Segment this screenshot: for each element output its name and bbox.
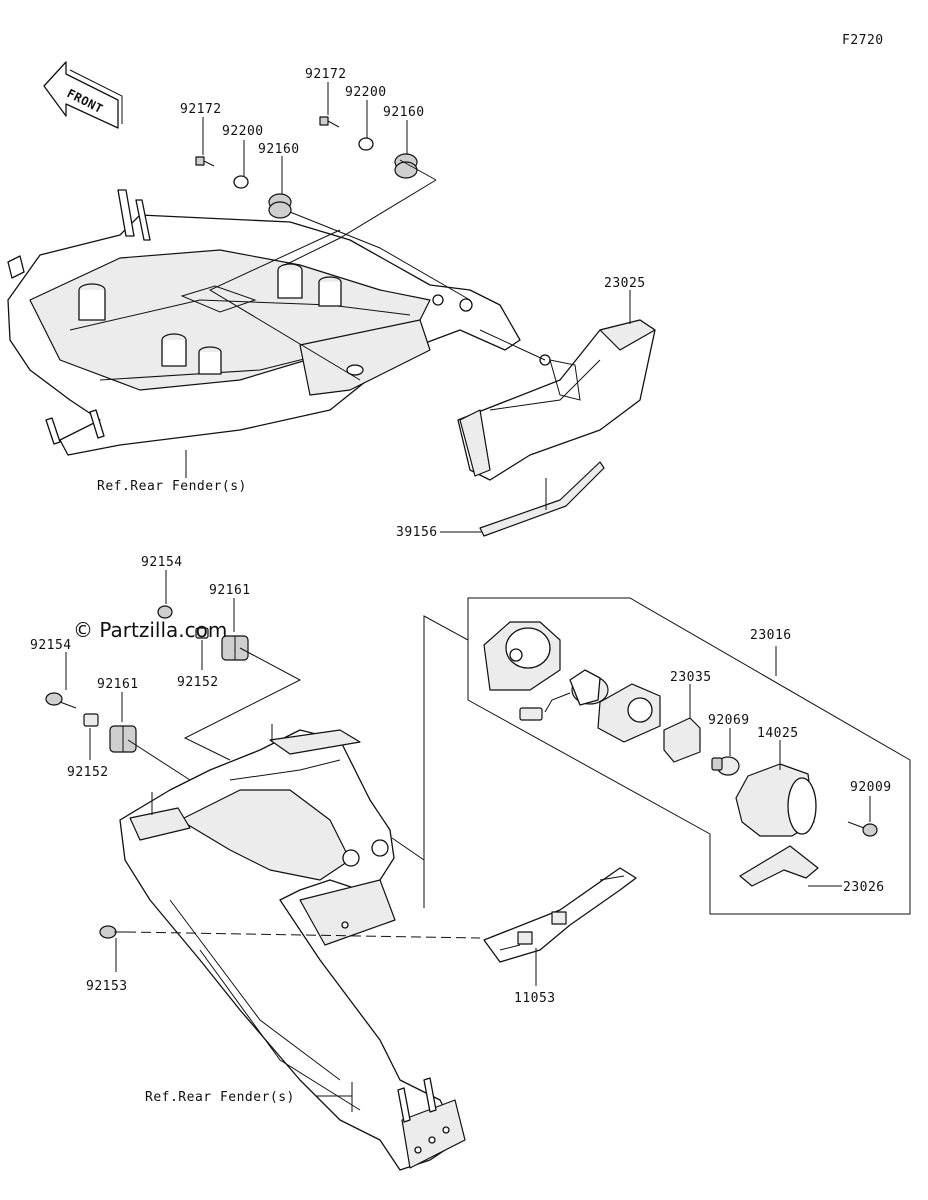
label-14025: 14025 — [757, 726, 799, 741]
label-23026: 23026 — [843, 880, 885, 895]
watermark: © Partzilla.com — [73, 618, 227, 642]
label-23025: 23025 — [604, 276, 646, 291]
screw-92009-icon — [847, 821, 878, 837]
collar-92152-top-icon — [195, 627, 209, 639]
label-39156: 39156 — [396, 525, 438, 540]
label-92069: 92069 — [708, 713, 750, 728]
bolt-92153-icon — [99, 925, 126, 939]
label-92160-left: 92160 — [258, 142, 300, 157]
license-plate-bracket-icon — [119, 724, 466, 1171]
bolt-92172-right-icon — [319, 116, 340, 128]
grommet-92161-top-icon — [221, 635, 249, 661]
reflector-strip-39156-icon — [479, 461, 605, 537]
rear-fender-body — [7, 189, 521, 456]
label-92154-left: 92154 — [30, 638, 72, 653]
label-92152-left: 92152 — [67, 765, 109, 780]
bolt-92172-left-icon — [195, 156, 215, 167]
bulb-92069-icon — [711, 756, 740, 776]
label-92172-right: 92172 — [305, 67, 347, 82]
collar-92152-left-icon — [83, 713, 99, 727]
label-92161-top: 92161 — [209, 583, 251, 598]
label-92172-left: 92172 — [180, 102, 222, 117]
label-11053: 11053 — [514, 991, 556, 1006]
label-92152-top: 92152 — [177, 675, 219, 690]
label-92009: 92009 — [850, 780, 892, 795]
label-92200-left: 92200 — [222, 124, 264, 139]
label-92200-right: 92200 — [345, 85, 387, 100]
label-23035: 23035 — [670, 670, 712, 685]
socket-23035-icon — [519, 669, 609, 721]
washer-92154-top-icon — [157, 605, 173, 619]
figure-code: F2720 — [842, 33, 884, 48]
grommet-92160-right-icon — [394, 153, 418, 179]
clip-23035-icon — [663, 717, 701, 763]
lens-cover-14025-icon — [735, 763, 817, 837]
label-ref-rear-fender-top: Ref.Rear Fender(s) — [97, 479, 247, 494]
label-92153: 92153 — [86, 979, 128, 994]
lamp-assembly-frame — [467, 597, 911, 915]
washer-92200-left-icon — [233, 175, 249, 189]
grommet-92161-left-icon — [109, 725, 137, 753]
lamp-housing-icon — [483, 621, 561, 691]
grommet-92160-left-icon — [268, 193, 292, 219]
bolt-92154-left-icon — [45, 692, 77, 709]
label-23016: 23016 — [750, 628, 792, 643]
label-ref-rear-fender-bottom: Ref.Rear Fender(s) — [145, 1090, 295, 1105]
label-92160-right: 92160 — [383, 105, 425, 120]
washer-92200-right-icon — [358, 137, 374, 151]
label-92154-top: 92154 — [141, 555, 183, 570]
label-92161-left: 92161 — [97, 677, 139, 692]
tail-light-23025-icon — [457, 319, 656, 481]
lamp-body-icon — [597, 683, 661, 743]
reflector-23026-icon — [739, 845, 819, 887]
front-arrow-icon: FRONT — [43, 61, 123, 129]
license-light-bracket-11053-icon — [483, 867, 637, 963]
